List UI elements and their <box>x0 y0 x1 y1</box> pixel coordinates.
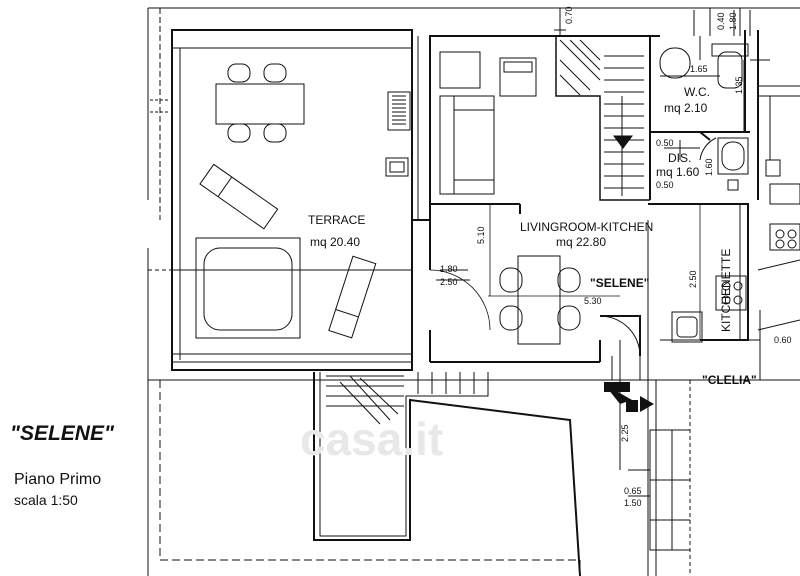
dim-1.60: 1.60 <box>704 158 714 176</box>
dim-0.60: 0.60 <box>774 335 792 345</box>
washing-machine <box>717 137 749 175</box>
terrace-table <box>215 83 305 125</box>
dim-1.80-b: 1.80 <box>440 264 458 274</box>
kitchen-sink <box>671 311 703 343</box>
dim-2.50-b: 2.50 <box>688 270 698 288</box>
stair-outline <box>555 36 650 201</box>
dim-2.25: 2.25 <box>620 424 630 442</box>
dim-0.50-a: 0.50 <box>656 138 674 148</box>
sun-lounger-left <box>199 163 279 230</box>
watermark-text: casa.it <box>300 413 443 465</box>
dim-1.50: 1.50 <box>624 498 642 508</box>
dim-1.65: 1.65 <box>690 64 708 74</box>
dim-5.30: 5.30 <box>584 296 602 306</box>
terrace-area: mq 20.40 <box>310 235 360 249</box>
dim-1.80: 1.80 <box>728 12 738 30</box>
toilet <box>717 51 743 89</box>
living-apartment-label: "SELENE" <box>590 276 649 290</box>
living-name: LIVINGROOM-KITCHEN <box>520 220 653 234</box>
armchair <box>439 51 481 89</box>
kitchenette-name: KITCHENETTE <box>719 249 733 332</box>
sun-lounger-right <box>328 255 377 339</box>
dis-area: mq 1.60 <box>656 165 700 179</box>
sofa <box>439 95 495 195</box>
sink <box>659 47 691 79</box>
lower-stair-outline <box>313 372 581 576</box>
scale-label: scala 1:50 <box>14 492 78 508</box>
dim-1.35: 1.35 <box>734 76 744 94</box>
dining-table <box>517 255 561 345</box>
dim-0.70: 0.70 <box>564 6 574 24</box>
plan-title: "SELENE" <box>10 422 115 445</box>
dim-0.40: 0.40 <box>716 12 726 30</box>
wc-name: W.C. <box>684 85 710 99</box>
drain-grille <box>387 91 411 131</box>
dis-name: DIS. <box>668 151 691 165</box>
dim-2.50: 2.50 <box>440 277 458 287</box>
floor-label: Piano Primo <box>14 471 101 488</box>
dim-5.10: 5.10 <box>476 226 486 244</box>
hot-tub <box>195 237 301 339</box>
cooktop <box>715 275 747 311</box>
terrace-outline <box>171 29 413 371</box>
dim-0.65: 0.65 <box>624 486 642 496</box>
terrace-name: TERRACE <box>308 213 365 227</box>
wc-area: mq 2.10 <box>664 101 708 115</box>
living-area: mq 22.80 <box>556 235 606 249</box>
neighbor-apartment-label: "CLELIA" <box>702 373 757 387</box>
dim-0.50-b: 0.50 <box>656 180 674 190</box>
